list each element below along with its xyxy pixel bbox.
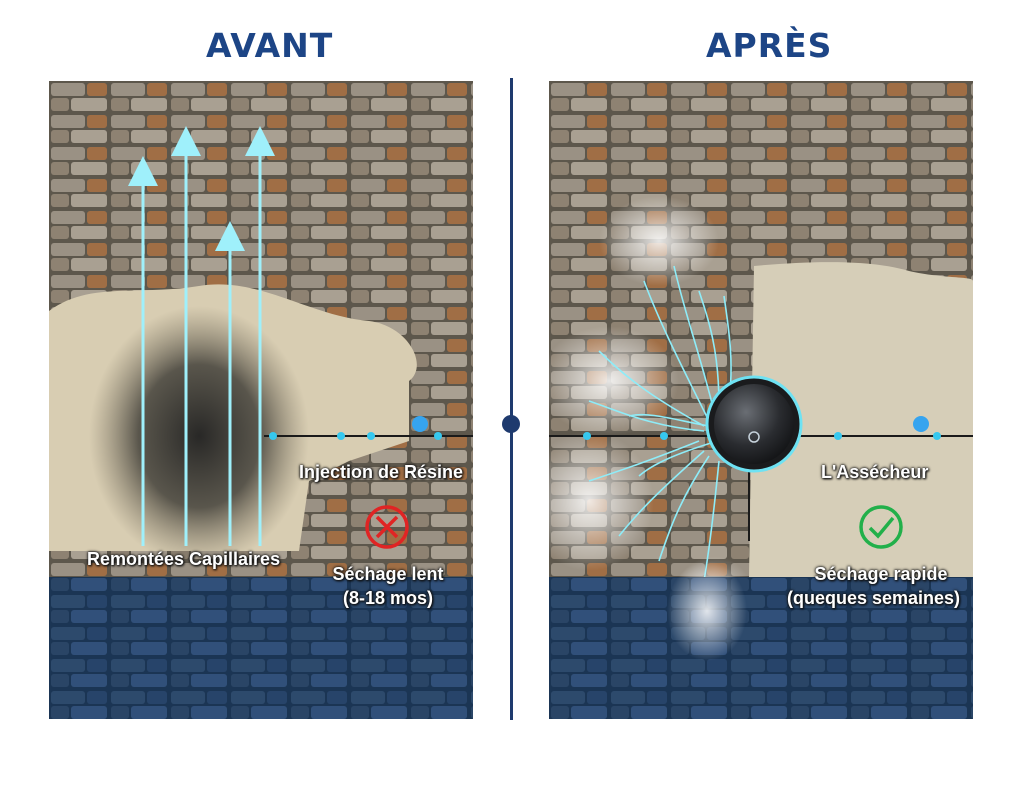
power-icon <box>748 431 760 443</box>
device-label: L'Assécheur <box>821 462 929 482</box>
injection-icon <box>412 416 428 432</box>
center-divider <box>510 78 513 720</box>
x-circle-icon <box>365 505 409 549</box>
capillary-arrows <box>128 126 275 546</box>
capillary-label: Remontées Capillaires <box>87 549 281 569</box>
apres-illustration <box>549 81 973 719</box>
dry-plaster <box>749 262 973 577</box>
apres-panel: L'Assécheur Séchage rapide (queques sema… <box>549 81 973 719</box>
fast-drying-label-1: Séchage rapide <box>814 564 948 584</box>
fast-drying-label-2: (queques semaines) <box>786 588 961 608</box>
avant-panel: Injection de Résine Remontées Capillaire… <box>49 81 473 719</box>
avant-heading: AVANT <box>206 26 334 65</box>
slow-drying-label-2: (8-18 mos) <box>342 588 434 608</box>
check-circle-icon <box>859 505 903 549</box>
injection-label: Injection de Résine <box>299 462 464 482</box>
check-dot-icon <box>913 416 929 432</box>
slow-drying-label-1: Séchage lent <box>332 564 444 584</box>
divider-dot <box>502 415 520 433</box>
water-zone <box>49 577 473 719</box>
drying-device <box>705 375 803 473</box>
apres-heading: APRÈS <box>706 26 833 65</box>
water-zone <box>549 577 973 719</box>
avant-illustration <box>49 81 473 719</box>
